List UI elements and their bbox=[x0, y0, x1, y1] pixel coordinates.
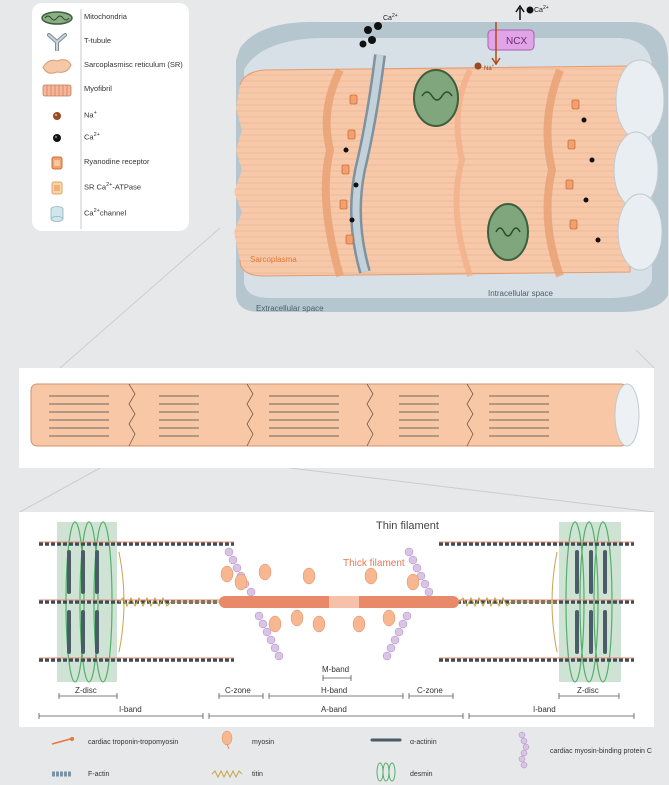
bottom-legend: cardiac troponin-tropomyosin myosin α-ac… bbox=[0, 728, 669, 785]
ncx-exchanger bbox=[487, 29, 535, 51]
mybpc-label: cardiac myosin-binding protein C bbox=[550, 748, 652, 755]
calcium-ion-icon bbox=[53, 134, 61, 142]
legend-box: Mitochondria T-tubule Sarcoplasmisc reti… bbox=[32, 3, 189, 231]
legend-item-serca: SR Ca2+-ATPase bbox=[32, 179, 189, 197]
cardiomyocyte-illustration: NCX Ca2+ Ca2+ Na+ Sarcoplasma Intracellu… bbox=[234, 4, 668, 313]
desmin-icon bbox=[376, 762, 396, 782]
legend-item-sr: Sarcoplasmisc reticulum (SR) bbox=[32, 57, 189, 75]
legend-label: Mitochondria bbox=[84, 12, 127, 21]
f-actin-label: F-actin bbox=[88, 771, 110, 778]
sodium-ion bbox=[474, 62, 482, 70]
myofibril-cross-section bbox=[617, 193, 663, 271]
z-disc-right-label: Z-disc bbox=[577, 686, 599, 695]
thin-filament-label: Thin filament bbox=[376, 520, 439, 532]
t-tubule-lumen bbox=[352, 54, 384, 273]
a-band-label: A-band bbox=[321, 705, 347, 714]
calcium-channel-icon bbox=[50, 206, 64, 222]
mitochondria-icon bbox=[41, 11, 73, 25]
legend-item-mitochondria: Mitochondria bbox=[32, 9, 189, 27]
myofibril-panel bbox=[19, 368, 654, 468]
serca-pump-icon bbox=[51, 181, 63, 195]
titin-label: titin bbox=[252, 771, 263, 778]
legend-label: Ryanodine receptor bbox=[84, 157, 150, 166]
intracellular-label: Intracellular space bbox=[488, 289, 553, 298]
ryanodine-receptor-icon bbox=[51, 156, 63, 170]
myofibril-cylinder bbox=[30, 383, 640, 447]
h-band-label: H-band bbox=[321, 686, 347, 695]
extracellular-label: Extracellular space bbox=[256, 304, 324, 313]
sarcoplasmic-reticulum-icon bbox=[42, 59, 72, 74]
sr-band bbox=[453, 68, 473, 277]
na-label: Na+ bbox=[484, 63, 495, 72]
legend-item-t-tubule: T-tubule bbox=[32, 33, 189, 51]
sarcoplasm-body bbox=[234, 66, 630, 276]
thick-filament-label: Thick filament bbox=[343, 558, 405, 569]
legend-divider bbox=[80, 9, 82, 229]
troponin-tropomyosin-icon bbox=[51, 737, 75, 745]
alpha-actinin-icon bbox=[370, 738, 402, 742]
myofibril-icon bbox=[42, 84, 72, 97]
sodium-ion-icon bbox=[53, 112, 61, 120]
myosin-icon bbox=[221, 730, 233, 750]
c-zone-right-label: C-zone bbox=[417, 686, 443, 695]
ncx-arrow-up bbox=[515, 4, 525, 20]
t-tubule-icon bbox=[47, 33, 67, 51]
i-band-right-label: I-band bbox=[533, 705, 556, 714]
legend-item-myofibril: Myofibril bbox=[32, 81, 189, 99]
desmin-label: desmin bbox=[410, 771, 433, 778]
c-zone-left-label: C-zone bbox=[225, 686, 251, 695]
legend-item-ryanodine: Ryanodine receptor bbox=[32, 154, 189, 172]
legend-label: Myofibril bbox=[84, 84, 112, 93]
myosin-label: myosin bbox=[252, 739, 275, 746]
ca-top-left: Ca2+ bbox=[383, 13, 398, 22]
zoom-connectors-2 bbox=[19, 468, 655, 513]
legend-label: Na+ bbox=[84, 110, 97, 120]
legend-label: T-tubule bbox=[84, 36, 112, 45]
legend-label: Ca2+ bbox=[84, 132, 100, 142]
i-band-left-label: I-band bbox=[119, 705, 142, 714]
sarcomere-panel: Thin filament Thick filament M-band Z-di… bbox=[19, 512, 654, 727]
legend-item-ca: Ca2+ bbox=[32, 129, 189, 147]
ncx-label: NCX bbox=[506, 36, 527, 47]
f-actin-icon bbox=[52, 771, 72, 777]
ca-top-right: Ca2+ bbox=[534, 5, 549, 14]
alpha-actinin-label: α-actinin bbox=[410, 739, 437, 746]
sr-band bbox=[543, 68, 564, 278]
zoom-connectors bbox=[59, 227, 655, 369]
sarcomere-diagram: Thin filament Thick filament M-band Z-di… bbox=[38, 520, 635, 719]
troponin-label: cardiac troponin-tropomyosin bbox=[88, 739, 179, 746]
m-band-label: M-band bbox=[322, 665, 349, 674]
mitochondrion bbox=[487, 203, 529, 261]
legend-label: SR Ca2+-ATPase bbox=[84, 182, 141, 192]
legend-label: Ca2+channel bbox=[84, 208, 127, 218]
z-disc-left-label: Z-disc bbox=[75, 686, 97, 695]
myofibril-cross-section bbox=[615, 59, 665, 141]
legend-item-ca-channel: Ca2+channel bbox=[32, 205, 189, 223]
legend-label: Sarcoplasmisc reticulum (SR) bbox=[84, 60, 183, 69]
legend-item-na: Na+ bbox=[32, 107, 189, 125]
sarcoplasma-label: Sarcoplasma bbox=[250, 255, 297, 264]
mitochondrion bbox=[413, 69, 459, 127]
mybpc-icon bbox=[518, 731, 530, 769]
sr-band bbox=[321, 68, 344, 278]
titin-icon bbox=[211, 769, 243, 779]
ncx-arrow-down bbox=[491, 22, 501, 66]
